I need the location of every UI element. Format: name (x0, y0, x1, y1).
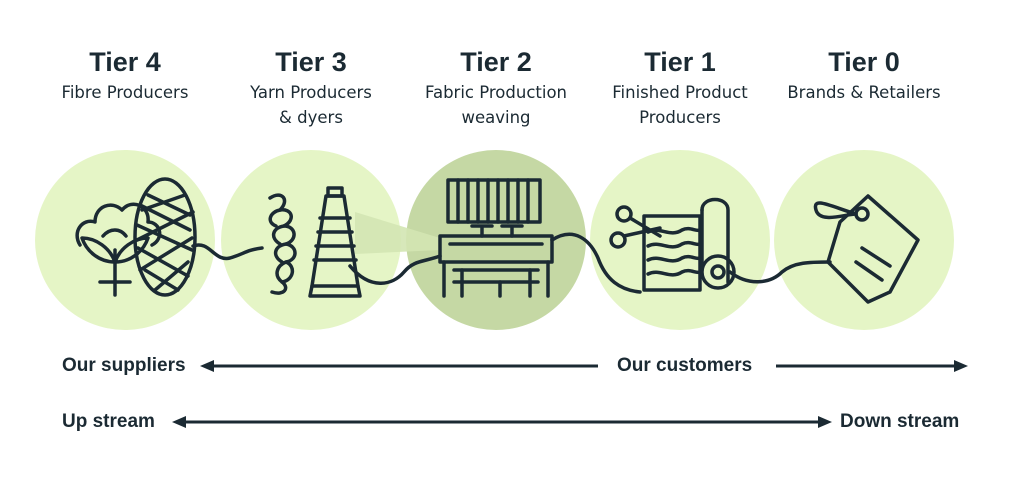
our-suppliers-label: Our suppliers (62, 355, 186, 376)
upstream-arrow-head (172, 416, 186, 428)
tier-2-heading: Tier 2 Fabric Production weaving (401, 44, 591, 130)
our-customers-label: Our customers (617, 355, 753, 376)
tier-1-subtitle-line-2: Producers (639, 108, 721, 127)
tier-3-title: Tier 3 (275, 47, 347, 77)
downstream-arrow-head (818, 416, 832, 428)
tier-1-circle (590, 150, 770, 330)
upstream-label: Up stream (62, 411, 155, 432)
tier-1-title: Tier 1 (644, 47, 716, 77)
loom-icon (438, 178, 554, 298)
tier-0-subtitle-line-1: Brands & Retailers (787, 83, 941, 102)
scissors-fabric-roll-icon (609, 197, 736, 292)
tier-2-subtitle-line-2: weaving (461, 108, 531, 127)
tier-4-heading: Tier 4 Fibre Producers (30, 44, 220, 105)
tier-3-heading: Tier 3 Yarn Producers & dyers (216, 44, 406, 130)
tier-0-title: Tier 0 (828, 47, 900, 77)
tier-1-subtitle-line-1: Finished Product (612, 83, 748, 102)
cotton-and-yarn-ball-icon (75, 177, 197, 297)
tier-1-heading: Tier 1 Finished Product Producers (585, 44, 775, 130)
tier-4-title: Tier 4 (89, 47, 161, 77)
tier-2-title: Tier 2 (460, 47, 532, 77)
connecting-thread (191, 232, 832, 294)
downstream-label: Down stream (840, 411, 960, 432)
twisted-yarn-and-spool-icon (268, 186, 362, 298)
tier-2-subtitle-line-1: Fabric Production (424, 83, 568, 102)
customers-arrow-head (954, 360, 968, 372)
tier-4-subtitle-line-1: Fibre Producers (61, 83, 189, 102)
tier-0-heading: Tier 0 Brands & Retailers (769, 44, 959, 105)
tier-0-circle (774, 150, 954, 330)
suppliers-arrow-head (200, 360, 214, 372)
tier-3-subtitle-line-1: Yarn Producers (250, 83, 372, 102)
spool-to-loom-beam (355, 212, 440, 254)
tier-3-subtitle-line-2: & dyers (279, 108, 343, 127)
